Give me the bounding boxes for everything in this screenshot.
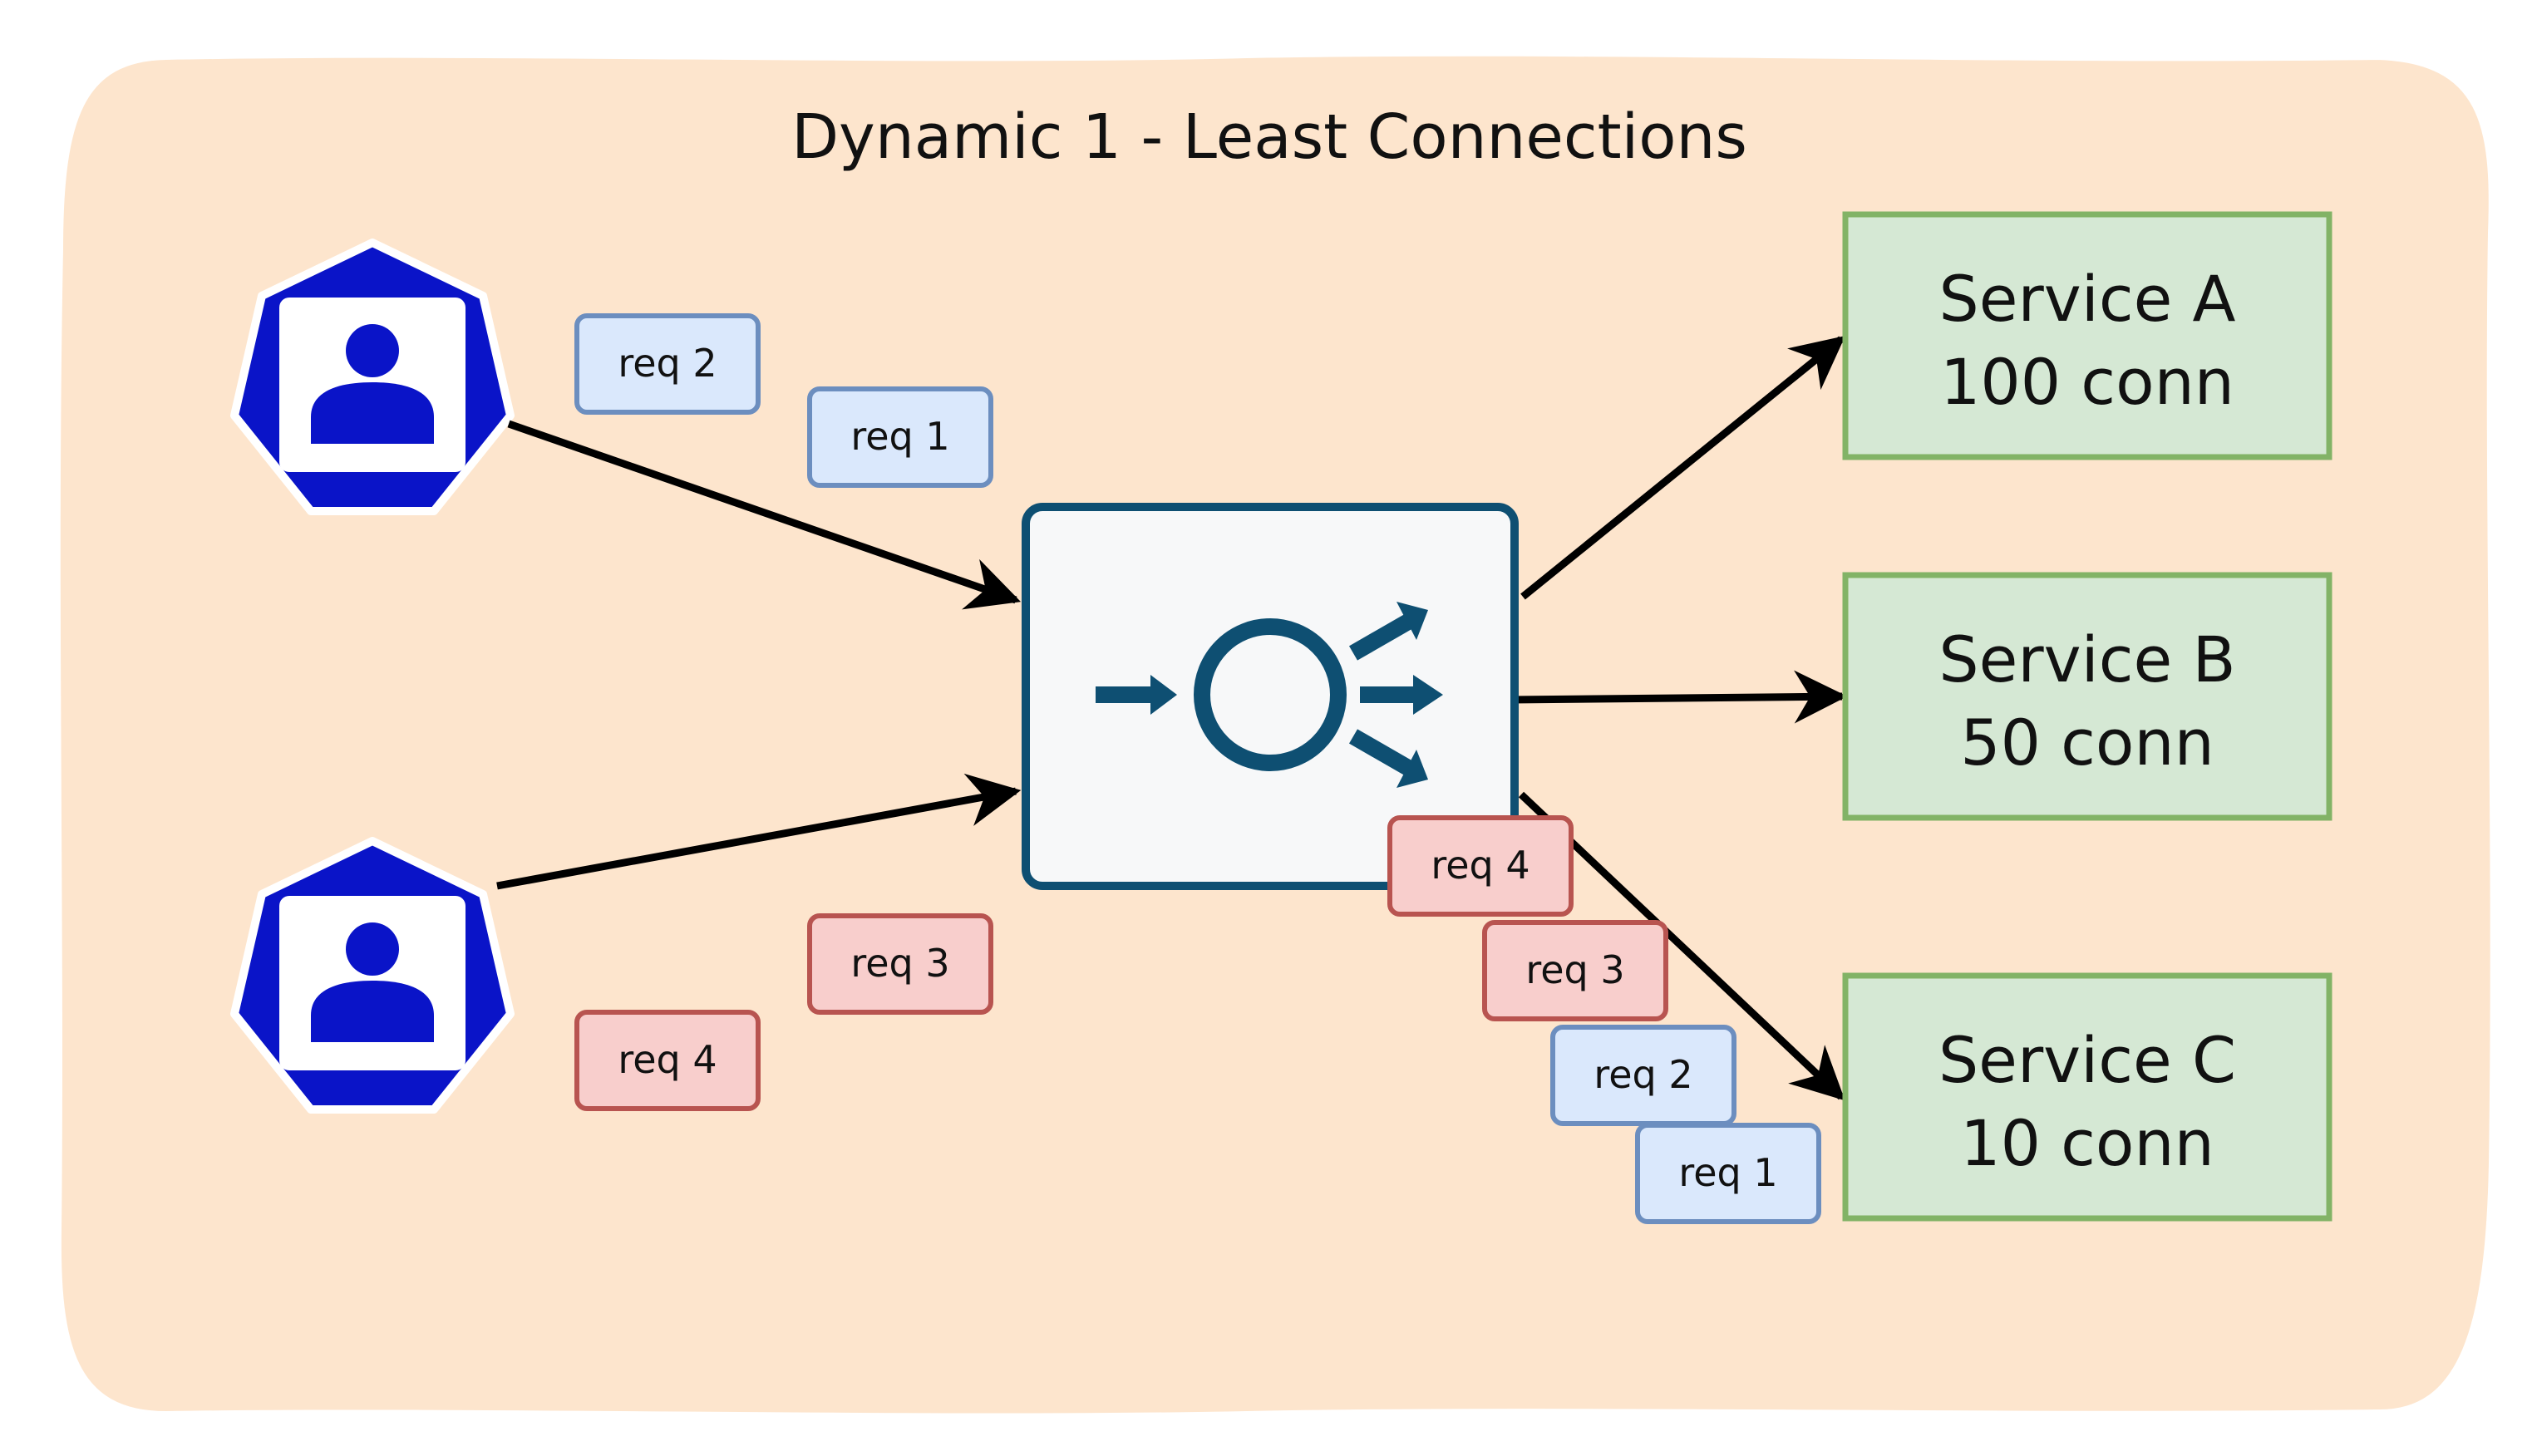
queued-request-tag: req 3 [1482,920,1668,1021]
request-label: req 4 [618,1037,717,1082]
incoming-request-tag: req 3 [807,913,993,1015]
incoming-request-tag: req 4 [574,1010,761,1111]
service-name: Service B [1938,622,2235,696]
load-balancer [1022,503,1519,890]
user-head-shape [346,922,399,976]
queued-request-tag: req 1 [1635,1123,1821,1224]
request-label: req 3 [1525,947,1624,992]
queued-request-tag: req 4 [1387,815,1574,917]
request-label: req 4 [1431,843,1530,888]
service-a-box: Service A 100 conn [1842,211,2332,460]
request-label: req 3 [850,941,949,986]
client-1 [230,239,515,515]
incoming-request-tag: req 1 [807,386,993,488]
service-connections: 50 conn [1960,706,2214,780]
client-2 [230,837,515,1114]
arrow-client1-to-balancer [507,420,1022,610]
load-balancer-icon [1096,602,1443,788]
request-label: req 2 [1594,1052,1692,1097]
service-c-box: Service C 10 conn [1842,972,2332,1222]
queued-request-tag: req 2 [1550,1025,1736,1126]
arrow-balancer-to-service-a [1520,335,1845,600]
user-body-shape [311,981,434,1042]
request-label: req 1 [850,414,949,459]
request-label: req 1 [1678,1150,1777,1195]
arrow-balancer-to-service-c [1518,791,1845,1101]
service-name: Service A [1938,262,2235,336]
load-balancer-box [1022,503,1519,890]
request-label: req 2 [618,341,717,386]
arrow-client2-to-balancer [496,773,1022,890]
service-b-box: Service B 50 conn [1842,572,2332,821]
service-name: Service C [1938,1023,2236,1097]
service-connections: 10 conn [1960,1106,2214,1180]
diagram-title: Dynamic 1 - Least Connections [791,101,1747,173]
incoming-request-tag: req 2 [574,313,761,415]
user-head-shape [346,324,399,377]
user-body-shape [311,382,434,444]
arrow-balancer-to-service-b [1510,670,1848,724]
service-connections: 100 conn [1940,345,2234,419]
